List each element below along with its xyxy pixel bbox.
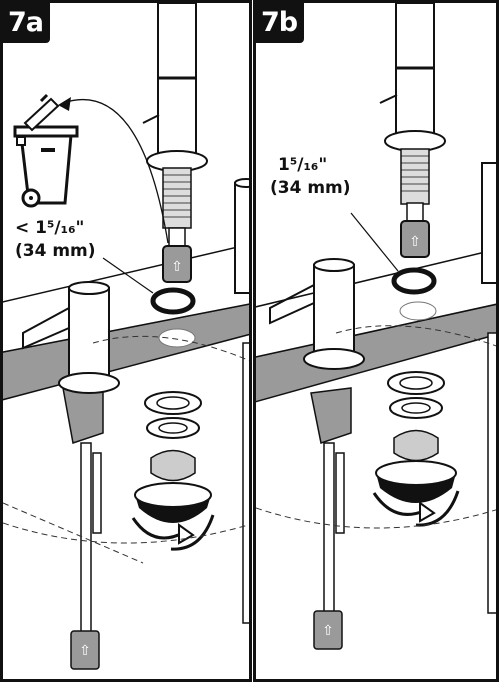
svg-text:⇧: ⇧ — [79, 643, 91, 659]
retainer-ring-icon — [391, 267, 437, 295]
soap-dispenser — [22, 281, 120, 394]
rotate-arrow-icon — [372, 490, 460, 527]
step-tag: 7b — [256, 3, 305, 43]
step-tag: 7a — [3, 3, 51, 43]
step-7b-panel: ⇧ ⇧ — [253, 0, 499, 682]
svg-text:⇧: ⇧ — [322, 623, 334, 639]
size-label-inch: < 1⁵/₁₆" — [15, 218, 85, 238]
step-7a-panel: ⇧ — [0, 0, 252, 682]
soap-dispenser — [269, 258, 365, 370]
mounting-nut-assembly — [134, 391, 212, 523]
mounting-nut-assembly — [375, 371, 457, 503]
size-label-mm: (34 mm) — [15, 241, 96, 261]
faucet-body: ⇧ — [142, 3, 208, 283]
faucet-body: ⇧ — [379, 3, 446, 258]
svg-text:⇧: ⇧ — [171, 259, 183, 275]
retainer-ring-icon — [150, 287, 196, 315]
rotate-arrow-icon — [131, 514, 215, 551]
size-label-inch: 1⁵/₁₆" — [278, 155, 328, 175]
step-7a-illustration: ⇧ — [3, 3, 249, 670]
step-7b-illustration: ⇧ ⇧ — [256, 3, 496, 650]
svg-text:⇧: ⇧ — [409, 234, 421, 250]
size-label-mm: (34 mm) — [270, 178, 351, 198]
trash-bin-icon — [13, 93, 79, 208]
